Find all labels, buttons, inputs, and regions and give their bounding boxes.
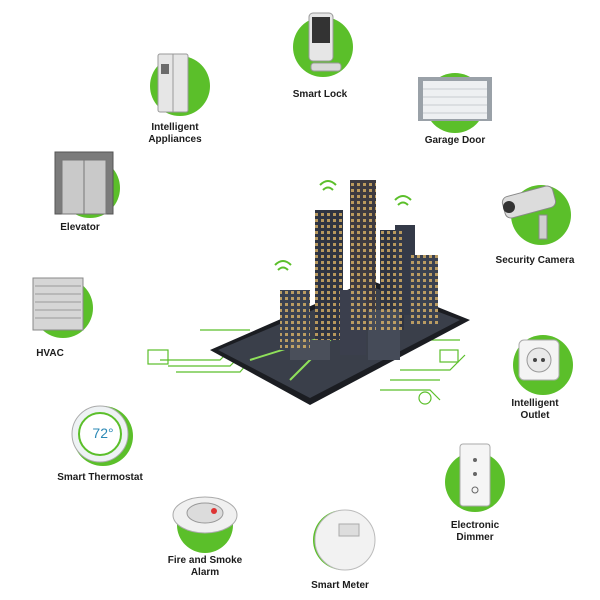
device-label: Security Camera bbox=[495, 255, 575, 266]
thermostat-icon bbox=[71, 405, 133, 466]
elevator-icon bbox=[54, 151, 120, 218]
device-label: Elevator bbox=[60, 222, 100, 233]
security-camera-icon bbox=[501, 185, 571, 245]
device-label: Electronic Dimmer bbox=[450, 520, 500, 543]
smart-lock-icon bbox=[293, 12, 353, 77]
thermostat-reading: 72° bbox=[92, 425, 114, 441]
device-label: Fire and Smoke Alarm bbox=[167, 555, 243, 578]
device-label: Intelligent Outlet bbox=[511, 398, 559, 421]
device-label: Smart Meter bbox=[311, 580, 369, 591]
refrigerator-icon bbox=[150, 53, 210, 116]
outlet-icon bbox=[513, 335, 573, 395]
device-label: Smart Thermostat bbox=[57, 472, 143, 483]
device-label: Smart Lock bbox=[292, 89, 348, 100]
smoke-alarm-icon bbox=[172, 496, 238, 553]
smart-meter-icon bbox=[313, 509, 376, 571]
device-label: HVAC bbox=[36, 348, 64, 359]
garage-door-icon bbox=[418, 73, 492, 133]
smart-city-tablet-icon bbox=[147, 180, 470, 405]
device-label: Garage Door bbox=[424, 135, 486, 146]
device-label: Intelligent Appliances bbox=[148, 122, 202, 145]
hvac-icon bbox=[32, 277, 93, 338]
dimmer-icon bbox=[445, 443, 505, 512]
